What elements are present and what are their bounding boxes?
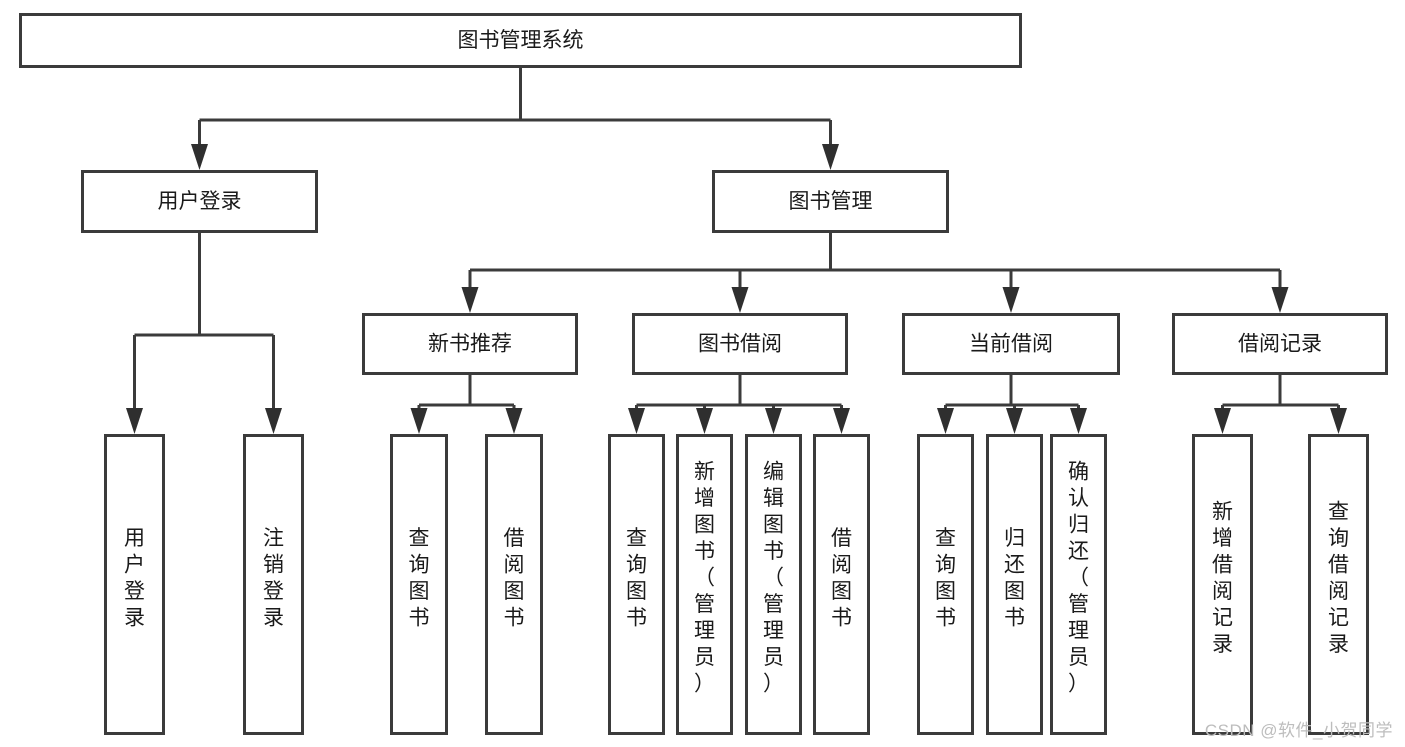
node-box	[362, 313, 578, 375]
node-label: 借阅图书	[831, 527, 852, 630]
node-label: 编辑图书（管理员）	[763, 461, 784, 696]
arrow-head-icon	[628, 408, 645, 434]
node-leaf-user-login[interactable]: 用户登录	[104, 434, 165, 735]
node-leaf-query-book-1[interactable]: 查询图书	[390, 434, 448, 735]
edge-group-user_login	[126, 233, 282, 434]
node-box	[745, 434, 802, 735]
node-leaf-edit-book[interactable]: 编辑图书（管理员）	[745, 434, 802, 735]
csdn-watermark: CSDN @软件_小贺同学	[1204, 721, 1393, 740]
node-label: 借阅图书	[504, 527, 525, 630]
node-box	[390, 434, 448, 735]
node-box	[917, 434, 974, 735]
node-label: 图书借阅	[698, 333, 782, 356]
arrow-head-icon	[833, 408, 850, 434]
node-leaf-return-book[interactable]: 归还图书	[986, 434, 1043, 735]
node-new-book-rec[interactable]: 新书推荐	[362, 313, 578, 375]
node-label: 注销登录	[263, 527, 284, 630]
node-box	[676, 434, 733, 735]
node-box	[632, 313, 848, 375]
node-user-login[interactable]: 用户登录	[81, 170, 318, 233]
node-leaf-confirm-return[interactable]: 确认归还（管理员）	[1050, 434, 1107, 735]
node-leaf-borrow-book-2[interactable]: 借阅图书	[813, 434, 870, 735]
node-current-borrow[interactable]: 当前借阅	[902, 313, 1120, 375]
arrow-head-icon	[265, 408, 282, 434]
arrow-head-icon	[126, 408, 143, 434]
node-label: 借阅记录	[1238, 333, 1322, 356]
arrow-head-icon	[765, 408, 782, 434]
node-leaf-logout[interactable]: 注销登录	[243, 434, 304, 735]
node-box	[104, 434, 165, 735]
arrow-head-icon	[1002, 287, 1020, 313]
node-label: 新增图书（管理员）	[694, 461, 715, 696]
node-leaf-query-book-2[interactable]: 查询图书	[608, 434, 665, 735]
edge-group-book_manage	[461, 233, 1289, 313]
node-book-borrow[interactable]: 图书借阅	[632, 313, 848, 375]
edge-group-current_borrow	[937, 375, 1087, 434]
arrow-head-icon	[822, 144, 839, 170]
node-root[interactable]: 图书管理系统	[19, 13, 1022, 68]
node-label: 图书管理系统	[458, 29, 584, 52]
node-box	[1050, 434, 1107, 735]
node-label: 用户登录	[124, 527, 145, 630]
edge-group-new_book_rec	[410, 375, 523, 434]
node-leaf-borrow-book-1[interactable]: 借阅图书	[485, 434, 543, 735]
node-box	[813, 434, 870, 735]
node-label: 用户登录	[158, 190, 242, 213]
arrow-head-icon	[1271, 287, 1289, 313]
node-leaf-query-book-3[interactable]: 查询图书	[917, 434, 974, 735]
node-layer: 图书管理系统用户登录图书管理新书推荐图书借阅当前借阅借阅记录用户登录注销登录查询…	[19, 13, 1388, 735]
arrow-head-icon	[1006, 408, 1023, 434]
node-label: 确认归还（管理员）	[1068, 461, 1089, 696]
node-leaf-add-book[interactable]: 新增图书（管理员）	[676, 434, 733, 735]
node-box	[243, 434, 304, 735]
edge-group-borrow_record	[1214, 375, 1347, 434]
edge-group-book_borrow	[628, 375, 850, 434]
node-label: 查询借阅记录	[1328, 500, 1349, 656]
arrow-head-icon	[410, 408, 428, 434]
node-box	[712, 170, 949, 233]
node-leaf-add-record[interactable]: 新增借阅记录	[1192, 434, 1253, 735]
node-label: 查询图书	[626, 527, 647, 630]
node-book-manage[interactable]: 图书管理	[712, 170, 949, 233]
arrow-head-icon	[1070, 408, 1087, 434]
node-label: 新书推荐	[428, 333, 512, 356]
node-label: 新增借阅记录	[1212, 500, 1233, 656]
node-box	[485, 434, 543, 735]
arrow-head-icon	[461, 287, 479, 313]
node-box	[19, 13, 1022, 68]
node-box	[1172, 313, 1388, 375]
arrow-head-icon	[731, 287, 749, 313]
node-label: 归还图书	[1004, 527, 1025, 630]
node-box	[902, 313, 1120, 375]
arrow-head-icon	[191, 144, 208, 170]
arrow-head-icon	[696, 408, 713, 434]
node-label: 当前借阅	[969, 333, 1053, 356]
node-box	[986, 434, 1043, 735]
node-label: 查询图书	[935, 527, 956, 630]
connector-layer	[126, 68, 1347, 434]
edge-group-root	[191, 68, 839, 170]
node-label: 图书管理	[789, 190, 873, 213]
arrow-head-icon	[937, 408, 954, 434]
node-label: 查询图书	[409, 527, 430, 630]
node-box	[1308, 434, 1369, 735]
node-box	[81, 170, 318, 233]
node-box	[608, 434, 665, 735]
node-borrow-record[interactable]: 借阅记录	[1172, 313, 1388, 375]
arrow-head-icon	[505, 408, 523, 434]
node-leaf-query-record[interactable]: 查询借阅记录	[1308, 434, 1369, 735]
node-box	[1192, 434, 1253, 735]
arrow-head-icon	[1330, 408, 1347, 434]
arrow-head-icon	[1214, 408, 1231, 434]
